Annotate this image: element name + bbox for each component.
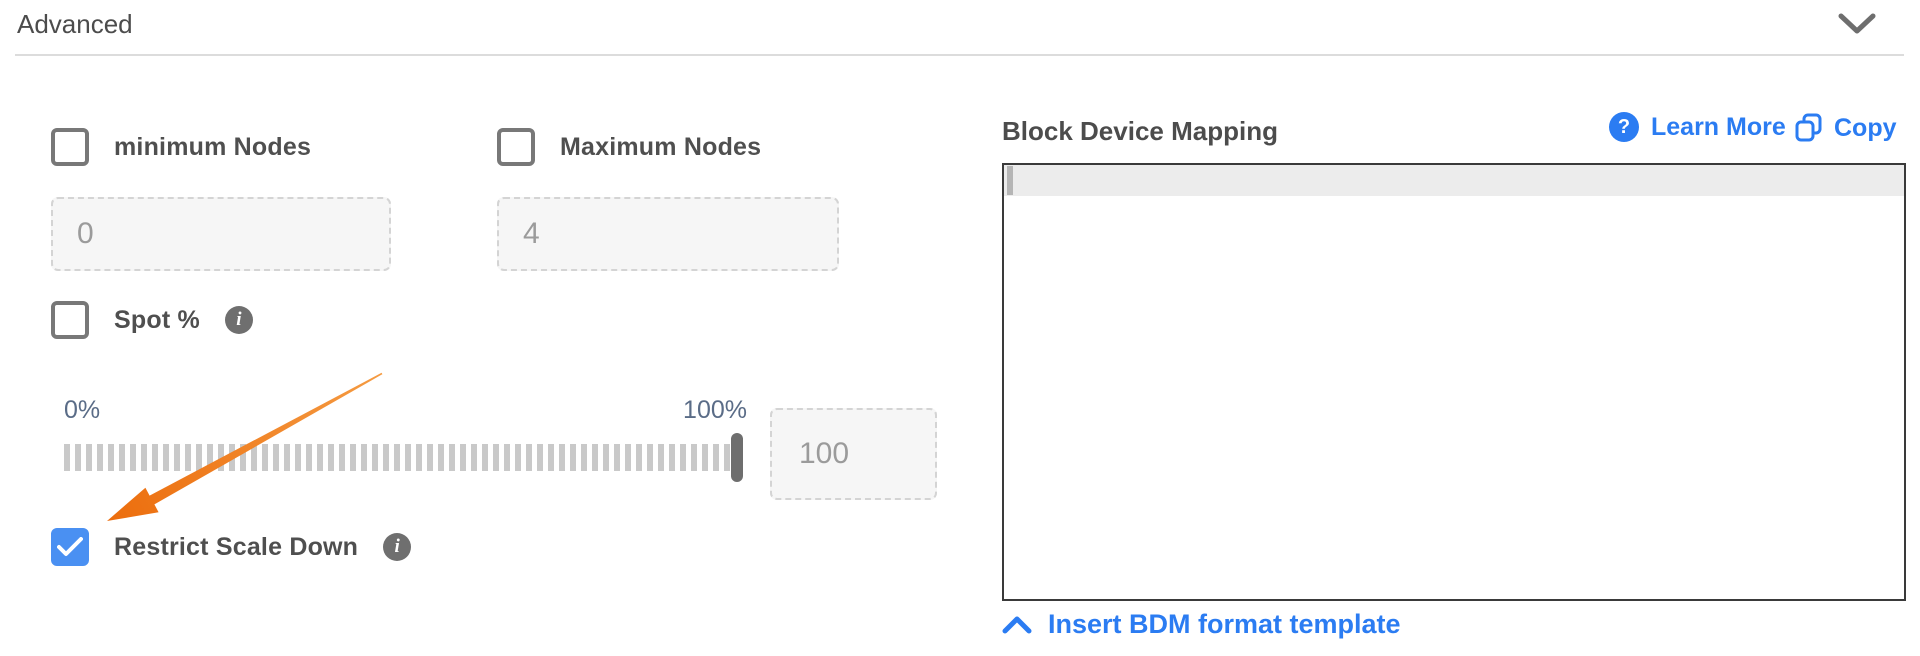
learn-more-link[interactable]: ? Learn More	[1609, 112, 1786, 142]
minimum-nodes-checkbox[interactable]	[51, 128, 89, 166]
chevron-down-icon[interactable]	[1838, 13, 1876, 40]
maximum-nodes-checkbox[interactable]	[497, 128, 535, 166]
spot-checkbox[interactable]	[51, 301, 89, 339]
insert-bdm-template-label: Insert BDM format template	[1048, 609, 1401, 639]
maximum-nodes-label: Maximum Nodes	[560, 132, 762, 161]
spot-percentage-slider[interactable]	[64, 444, 740, 471]
maximum-nodes-input[interactable]	[497, 197, 839, 271]
restrict-scale-down-label: Restrict Scale Down	[114, 532, 359, 561]
slider-max-label: 100%	[683, 396, 747, 424]
spot-row: Spot % i	[51, 301, 253, 339]
copy-button[interactable]: Copy	[1795, 113, 1897, 143]
question-circle-icon: ?	[1609, 112, 1639, 142]
info-icon[interactable]: i	[383, 533, 412, 561]
checkmark-icon	[57, 537, 83, 556]
editor-active-line	[1004, 165, 1904, 196]
maximum-nodes-row: Maximum Nodes	[497, 128, 761, 166]
copy-label: Copy	[1834, 113, 1897, 142]
minimum-nodes-row: minimum Nodes	[51, 128, 311, 166]
bdm-editor[interactable]	[1002, 163, 1906, 601]
slider-handle[interactable]	[731, 433, 743, 482]
minimum-nodes-label: minimum Nodes	[114, 132, 312, 161]
editor-cursor	[1007, 166, 1013, 195]
restrict-scale-down-row: Restrict Scale Down i	[51, 528, 412, 566]
chevron-up-icon	[1002, 616, 1032, 633]
copy-icon	[1795, 113, 1822, 142]
slider-min-label: 0%	[64, 396, 101, 424]
minimum-nodes-input[interactable]	[51, 197, 391, 271]
spot-percentage-input[interactable]	[770, 408, 937, 500]
learn-more-label: Learn More	[1651, 112, 1786, 141]
spot-label: Spot %	[114, 305, 200, 334]
section-title: Advanced	[17, 9, 133, 39]
insert-bdm-template-link[interactable]: Insert BDM format template	[1002, 609, 1401, 640]
info-icon[interactable]: i	[224, 306, 253, 334]
bdm-title: Block Device Mapping	[1002, 116, 1278, 146]
restrict-scale-down-checkbox[interactable]	[51, 528, 89, 566]
section-divider	[15, 54, 1904, 56]
